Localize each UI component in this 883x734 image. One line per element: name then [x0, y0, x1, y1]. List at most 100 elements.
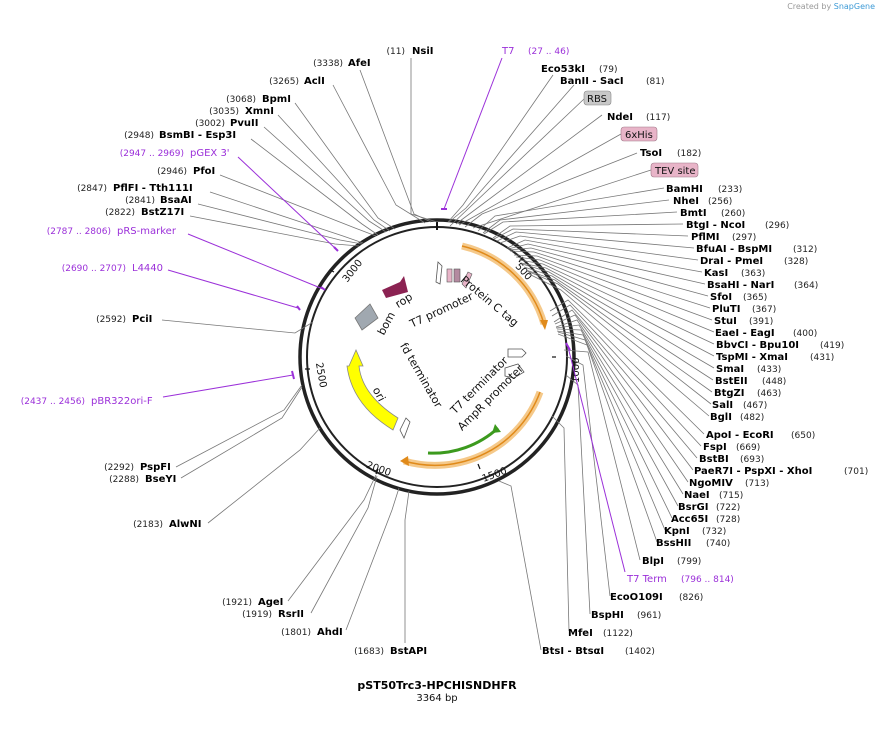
- lead-eaei: [515, 256, 715, 333]
- enzyme-position: (391): [749, 317, 773, 327]
- lead-smai: [521, 263, 715, 369]
- enzyme-label: Eco53kI: [541, 64, 585, 75]
- tick-label-2500: 2500: [313, 362, 328, 389]
- enzyme-position: (3265): [269, 77, 299, 87]
- enzyme-label: PspFI: [140, 462, 171, 473]
- leader-lines: [161, 57, 715, 651]
- lead-bmti: [483, 211, 678, 235]
- enzyme-label: PflFI - Tth111I: [113, 183, 193, 194]
- lead-ngomiv: [555, 319, 689, 483]
- fd-terminator-label: fd terminator: [397, 340, 445, 410]
- enzyme-position: (363): [741, 269, 765, 279]
- enzyme-label: NgoMIV: [689, 478, 733, 489]
- enzyme-position: (2822): [105, 208, 135, 218]
- lead-kpni: [557, 331, 666, 531]
- primer-mark-l4440: [296, 305, 301, 311]
- lead-bsaai: [197, 203, 363, 245]
- enzyme-label: Acc65I: [671, 514, 708, 525]
- lead-primer-prs: [187, 233, 324, 290]
- plasmid-length: 3364 bp: [416, 693, 457, 704]
- enzyme-label: RsrII: [278, 609, 304, 620]
- plasmid-name: pST50Trc3-HPCHISNDHFR: [357, 679, 517, 692]
- enzyme-position: (2183): [133, 520, 163, 530]
- enzyme-position: (2946): [157, 167, 187, 177]
- primer-range: (2787 .. 2806): [47, 227, 111, 237]
- enzyme-label: XmnI: [245, 106, 274, 117]
- enzyme-label: PflMI: [691, 232, 719, 243]
- lead-afei: [359, 69, 432, 223]
- lead-bfuai: [496, 231, 695, 249]
- primer-range: (2437 .. 2456): [21, 397, 85, 407]
- enzyme-position: (1122): [603, 629, 633, 639]
- bom-label: bom: [375, 310, 398, 338]
- tev-site-label: TEV site: [654, 166, 696, 177]
- enzyme-label: BtgZI: [714, 388, 745, 399]
- enzyme-label: BstAPI: [390, 646, 427, 657]
- lead-rsrii: [310, 475, 378, 614]
- lead-bamhi: [477, 187, 665, 232]
- enzyme-label: EcoO109I: [610, 592, 663, 603]
- enzyme-position: (297): [732, 233, 756, 243]
- enzyme-label: NdeI: [607, 112, 633, 123]
- enzyme-labels-left: (11) NsiI (3338) AfeI (3265) AclI (3068)…: [77, 46, 433, 657]
- rop-feature-arrow: [382, 276, 408, 298]
- boxed-feature-labels: RBS 6xHis TEV site: [449, 90, 699, 229]
- enzyme-position: (482): [740, 413, 764, 423]
- ampr-promoter-arrowhead: [492, 424, 501, 433]
- ori-label: ori: [370, 385, 388, 404]
- lead-bsphi: [565, 374, 591, 615]
- enzyme-position: (713): [745, 479, 769, 489]
- lower-feature-arc-core: [403, 391, 541, 467]
- lead-ahdi: [345, 487, 400, 631]
- rbs-box: [583, 90, 612, 106]
- lead-nhei: [482, 199, 670, 234]
- lead-pspfi: [175, 384, 303, 468]
- enzyme-position: (1921): [222, 598, 252, 608]
- lead-stui: [513, 254, 713, 321]
- lead-xmni: [277, 114, 391, 232]
- fd-terminator-feature: [399, 417, 411, 439]
- lead-fspi: [551, 304, 702, 447]
- rbs-6xhis-block: [446, 268, 453, 283]
- enzyme-position: (364): [794, 281, 818, 291]
- enzyme-position: (419): [820, 341, 844, 351]
- enzyme-position: (650): [791, 431, 815, 441]
- inner-features: rop bom T7 promoter Protein C tag fd ter…: [346, 261, 527, 439]
- enzyme-label: BtgI - NcoI: [686, 220, 745, 231]
- enzyme-label: SalI: [712, 400, 733, 411]
- enzyme-position: (2288): [109, 475, 139, 485]
- enzyme-label: AclI: [304, 76, 325, 87]
- enzyme-position: (732): [702, 527, 726, 537]
- tick-label-3000: 3000: [341, 258, 365, 285]
- enzyme-position: (3338): [313, 59, 343, 69]
- enzyme-position: (669): [736, 443, 760, 453]
- lead-agei: [287, 474, 377, 602]
- enzyme-label: SfoI: [710, 292, 732, 303]
- enzyme-position: (3002): [195, 119, 225, 129]
- lead-naei: [555, 324, 684, 495]
- enzyme-label: AfeI: [348, 58, 371, 69]
- enzyme-position: (296): [765, 221, 789, 231]
- enzyme-position: (722): [716, 503, 740, 513]
- tev-site-box: [650, 162, 699, 178]
- lead-btgi: [492, 223, 684, 239]
- lead-banii: [448, 84, 575, 223]
- enzyme-position: (961): [637, 611, 661, 621]
- enzyme-label: BanII - SacI: [560, 76, 624, 87]
- lead-sali: [526, 270, 712, 405]
- rbs-label: RBS: [587, 94, 607, 105]
- lead-eco53ki: [447, 74, 554, 223]
- enzyme-label: BsaHI - NarI: [707, 280, 774, 291]
- enzyme-label: PciI: [132, 314, 152, 325]
- enzyme-label: PvuII: [230, 118, 258, 129]
- lead-bsmbi: [250, 138, 379, 236]
- enzyme-label: ApoI - EcoRI: [706, 430, 774, 441]
- lead-primer-t7: [443, 57, 503, 210]
- enzyme-label: FspI: [703, 442, 727, 453]
- enzyme-position: (365): [743, 293, 767, 303]
- enzyme-label: AlwNI: [169, 519, 202, 530]
- lead-bsrgi: [556, 328, 679, 507]
- lead-bstbi: [553, 309, 698, 459]
- enzyme-position: (2292): [104, 463, 134, 473]
- t7-promoter-feature: [435, 261, 443, 285]
